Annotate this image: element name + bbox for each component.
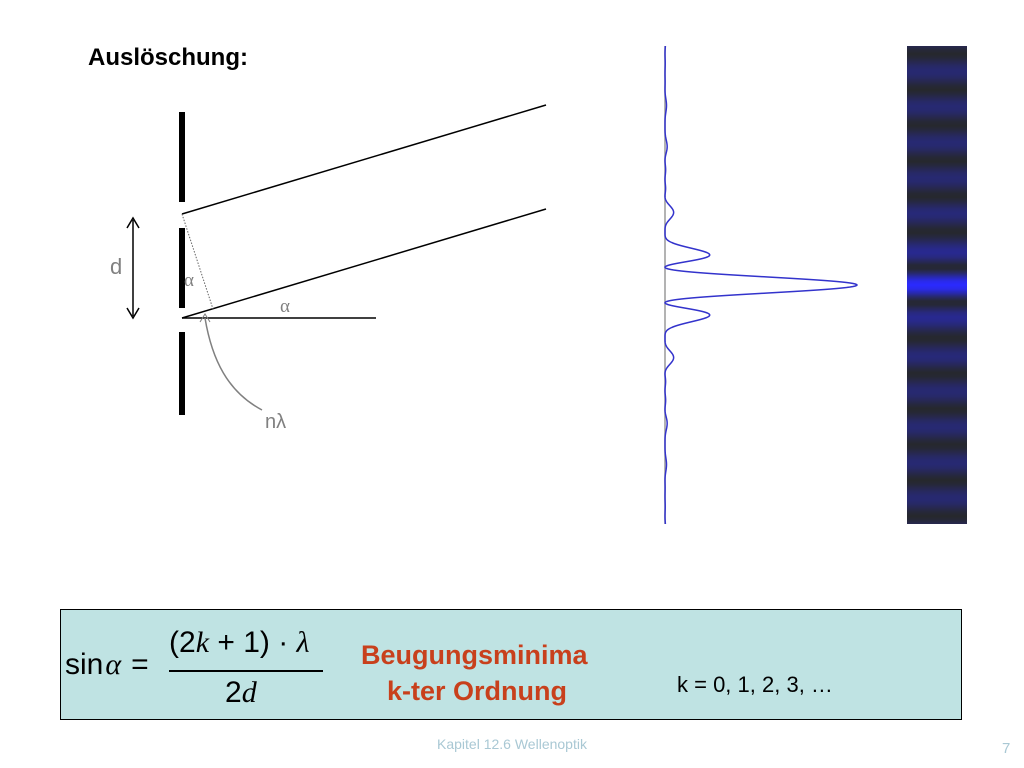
footer-chapter: Kapitel 12.6 Wellenoptik [437, 736, 587, 752]
barrier-middle [179, 228, 185, 308]
interference-fringes [907, 46, 967, 524]
label-alpha-ray: α [280, 296, 290, 317]
barrier-top [179, 112, 185, 202]
path-difference-mark [199, 313, 211, 323]
ray-upper [181, 104, 547, 215]
label-n-lambda: nλ [265, 411, 286, 433]
label-alpha-slit: α [184, 270, 194, 291]
minima-label-line1: Beugungsminima [361, 640, 588, 670]
intensity-curve [664, 45, 858, 525]
slit-barrier [179, 112, 185, 415]
formula-alpha: α [105, 648, 122, 681]
ray-lower [181, 208, 547, 319]
distance-arrow [126, 216, 140, 320]
label-d: d [110, 254, 122, 279]
barrier-bottom [179, 332, 185, 415]
perpendicular-line [181, 213, 214, 310]
formula-fraction-bar [169, 670, 323, 672]
slide-title: Auslöschung: [88, 44, 248, 71]
page-number: 7 [1002, 740, 1011, 757]
formula-numerator: (2k + 1) · λ [169, 626, 310, 659]
path-difference-pointer [204, 317, 263, 411]
minima-label-line2: k-ter Ordnung [387, 676, 567, 706]
formula-equals: = [131, 648, 149, 681]
formula-denominator: 2d [225, 676, 257, 709]
formula-sin: sin [65, 648, 104, 681]
formula-lhs: sinα = [65, 648, 149, 682]
formula-box: sinα = (2k + 1) · λ 2d Beugungsminima k-t… [60, 609, 962, 720]
slit-diagram: d α α nλ [110, 45, 967, 525]
k-values: k = 0, 1, 2, 3, … [677, 672, 833, 697]
